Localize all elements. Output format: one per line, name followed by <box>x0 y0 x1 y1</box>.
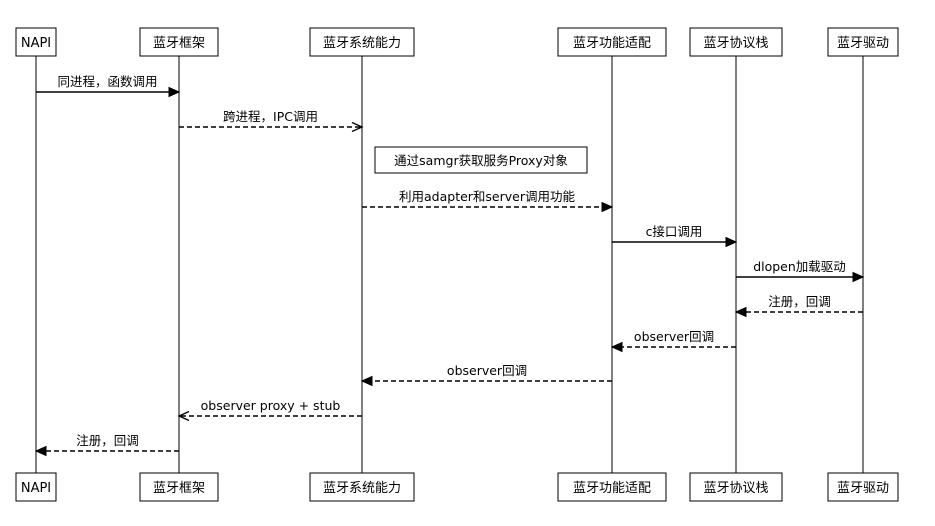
participant-driver-top: 蓝牙驱动 <box>827 27 899 57</box>
message-5: dlopen加载驱动 <box>736 259 865 283</box>
participant-napi-bottom: NAPI <box>15 472 57 502</box>
message-label: observer回调 <box>447 363 527 378</box>
participant-framework-top: 蓝牙框架 <box>139 27 219 57</box>
participants-bottom: NAPI 蓝牙框架 蓝牙系统能力 蓝牙功能适配 蓝牙协议栈 蓝牙驱动 <box>15 472 899 502</box>
message-3: 利用adapter和server调用功能 <box>362 189 614 213</box>
participant-label: NAPI <box>21 481 51 496</box>
message-10: 注册，回调 <box>34 433 179 457</box>
message-2: 跨进程，IPC调用 <box>179 109 364 133</box>
participant-label: 蓝牙框架 <box>153 36 205 51</box>
arrowhead <box>610 341 623 353</box>
arrowhead <box>734 306 747 318</box>
note-box <box>374 146 588 174</box>
lifelines <box>35 56 864 473</box>
arrowhead <box>351 121 364 133</box>
arrowhead <box>601 201 614 213</box>
arrowhead <box>360 375 373 387</box>
participant-box <box>557 472 667 502</box>
arrowhead <box>852 271 865 283</box>
message-label: c接口调用 <box>646 224 703 239</box>
participant-box <box>689 27 783 57</box>
participant-driver-bottom: 蓝牙驱动 <box>827 472 899 502</box>
message-6: 注册，回调 <box>734 294 863 318</box>
participant-label: 蓝牙功能适配 <box>573 481 651 496</box>
participant-label: 蓝牙框架 <box>153 481 205 496</box>
message-label: observer回调 <box>634 329 714 344</box>
message-label: 注册，回调 <box>76 433 139 448</box>
message-4: c接口调用 <box>612 224 738 248</box>
participant-label: 蓝牙功能适配 <box>573 36 651 51</box>
participant-system-bottom: 蓝牙系统能力 <box>309 472 415 502</box>
message-7: observer回调 <box>610 329 736 353</box>
note: 通过samgr获取服务Proxy对象 <box>374 146 588 174</box>
note-text: 通过samgr获取服务Proxy对象 <box>394 153 568 168</box>
participant-framework-bottom: 蓝牙框架 <box>139 472 219 502</box>
participant-label: 蓝牙协议栈 <box>703 36 768 51</box>
participants-top: NAPI 蓝牙框架 蓝牙系统能力 蓝牙功能适配 蓝牙协议栈 蓝牙驱动 <box>15 27 899 57</box>
participant-box <box>15 472 57 502</box>
participant-box <box>827 27 899 57</box>
participant-label: 蓝牙驱动 <box>837 481 889 496</box>
arrowhead <box>725 236 738 248</box>
participant-box <box>139 27 219 57</box>
message-1: 同进程，函数调用 <box>36 74 181 98</box>
message-label: observer proxy + stub <box>201 398 341 413</box>
participant-box <box>309 27 415 57</box>
message-8: observer回调 <box>360 363 612 387</box>
participant-napi-top: NAPI <box>15 27 57 57</box>
message-label: 注册，回调 <box>768 294 831 309</box>
message-label: 利用adapter和server调用功能 <box>399 189 575 204</box>
participant-label: 蓝牙系统能力 <box>323 481 401 496</box>
participant-box <box>15 27 57 57</box>
participant-adapter-top: 蓝牙功能适配 <box>557 27 667 57</box>
participant-box <box>557 27 667 57</box>
participant-box <box>139 472 219 502</box>
arrowhead <box>34 445 47 457</box>
participant-box <box>827 472 899 502</box>
participant-box <box>309 472 415 502</box>
participant-label: 蓝牙驱动 <box>837 36 889 51</box>
arrowhead <box>168 86 181 98</box>
participant-label: NAPI <box>21 36 51 51</box>
message-9: observer proxy + stub <box>177 398 362 422</box>
participant-label: 蓝牙协议栈 <box>703 481 768 496</box>
participant-stack-bottom: 蓝牙协议栈 <box>689 472 783 502</box>
message-label: dlopen加载驱动 <box>753 259 846 274</box>
participant-label: 蓝牙系统能力 <box>323 36 401 51</box>
message-label: 跨进程，IPC调用 <box>223 109 318 124</box>
participant-system-top: 蓝牙系统能力 <box>309 27 415 57</box>
participant-adapter-bottom: 蓝牙功能适配 <box>557 472 667 502</box>
participant-stack-top: 蓝牙协议栈 <box>689 27 783 57</box>
participant-box <box>689 472 783 502</box>
message-label: 同进程，函数调用 <box>57 74 157 89</box>
arrowhead <box>177 410 190 422</box>
